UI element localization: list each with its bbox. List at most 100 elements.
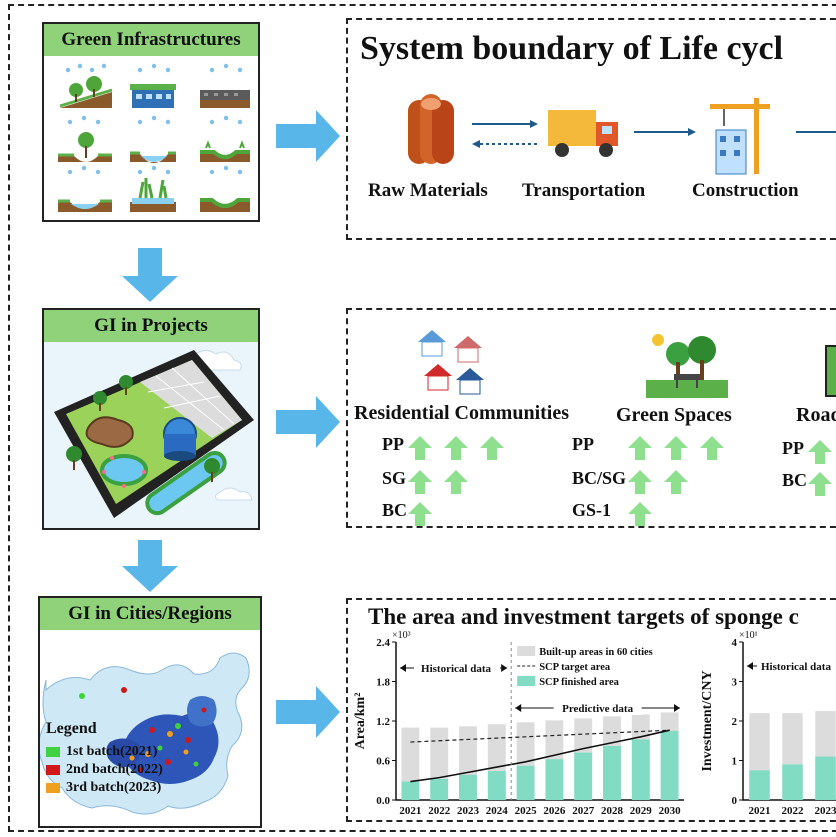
bar [430,778,449,800]
targets-title: The area and investment targets of spong… [368,604,799,629]
road-icon [825,345,836,397]
gi-projects-title: GI in Projects [44,310,258,342]
up-arrow-icon [808,472,832,496]
arrow-down-icon [122,248,178,302]
x-tick-label: 2021 [399,805,421,817]
legend-label: SCP finished area [539,677,619,688]
bar [660,730,679,800]
stage-raw-materials: Raw Materials [368,180,488,201]
annotation-bg [414,660,500,676]
metric-label: BC [382,500,408,520]
bar [545,759,564,800]
x-tick-label: 2029 [630,805,653,817]
trend-line [410,729,670,783]
legend-label: Built-up areas in 60 cities [539,647,653,658]
up-arrow-icon [628,470,652,494]
targets-box: The area and investment targets of spong… [346,598,836,822]
x-tick-label: 2028 [601,805,624,817]
gi-cities-panel: GI in Cities/Regions Legend 1st batch(20… [38,596,262,828]
y-tick-label: 1.8 [376,677,390,689]
truck-icon [548,110,618,157]
raw-materials-icon [408,94,454,164]
bidirectional-arrow-icon [472,120,538,148]
up-arrow-icon [444,436,468,460]
y-tick-label: 3 [732,677,738,689]
y-tick-label: 0 [732,795,738,807]
metric-label: PP [382,434,404,454]
x-tick-label: 2022 [782,805,805,817]
outer-frame [8,4,836,832]
projects-box: Residential Communities Green Spaces Roa… [346,308,836,528]
legend-swatch-green [46,747,60,757]
lifecycle-box: System boundary of Life cycl [346,18,836,240]
range-arrowhead [747,662,753,670]
metric-label: PP [782,438,804,458]
bar [401,781,420,800]
y-multiplier: ×10³ [392,630,411,641]
infiltration-basin-icon [58,199,112,212]
investment-chart: 01234×10¹Investment/CNY202120222023202Hi… [700,630,836,817]
annotation-predictive: Predictive data [562,703,633,715]
park-icon [646,334,728,398]
detention-pond-icon [130,151,176,163]
bar [631,739,650,800]
x-tick-label: 2025 [515,805,538,817]
arrow-right-icon [276,396,340,448]
range-arrowhead [501,664,508,672]
arrow-right-icon [276,110,340,162]
green-infrastructures-panel: Green Infrastructures [42,22,260,222]
bar [574,752,593,800]
up-arrow-icon [700,436,724,460]
project-site-illustration [44,342,258,528]
arrow-down-icon [122,540,178,592]
annotation-historical: Historical data [421,663,491,675]
green-roof-slope-icon [59,76,113,108]
gi-cities-title: GI in Cities/Regions [40,598,260,630]
legend-label: 3rd batch(2023) [66,780,162,795]
category-road: Road [796,404,836,426]
annotation-historical: Historical data [761,661,831,673]
bar [516,765,535,800]
constructed-wetland-icon [130,178,176,212]
x-tick-label: 2027 [572,805,595,817]
up-arrows [408,436,832,526]
crane-building-icon [710,98,770,175]
x-tick-label: 2022 [428,805,451,817]
houses-icon [418,330,484,395]
china-map [40,630,260,826]
x-tick-label: 2024 [486,805,509,817]
metric-label: BC [782,470,808,490]
bar [815,756,836,800]
bar [603,746,621,800]
up-arrow-icon [408,502,432,526]
target-line [410,729,670,743]
project-category-icons [418,330,836,398]
gi-projects-panel: GI in Projects [42,308,260,530]
y-tick-label: 4 [732,637,738,649]
lifecycle-icons [408,94,836,175]
x-tick-label: 2030 [659,805,682,817]
legend-label: SCP target area [539,662,611,673]
lifecycle-title: System boundary of Life cycl [360,30,784,67]
legend-swatch-orange [46,783,60,793]
legend-swatch [517,646,536,656]
bar [459,774,477,800]
y-tick-label: 0.6 [376,756,390,768]
bioretention-icon [58,132,112,162]
arrow-icon [634,128,696,136]
y-tick-label: 1.2 [376,716,390,728]
gi-icons-grid [58,63,250,212]
legend-swatch-red [46,765,60,775]
up-arrow-icon [628,436,652,460]
metric-label: GS-1 [572,500,612,520]
annotation-bg [553,699,642,715]
range-arrowhead [515,704,522,712]
y-axis-label: Investment/CNY [700,670,715,771]
annotation-bg [757,657,836,673]
green-infrastructures-title: Green Infrastructures [44,24,258,56]
y-tick-label: 2 [732,716,738,728]
permeable-pavement-icon [200,90,250,108]
grass-swale-icon [200,140,250,162]
range-arrowhead [674,704,680,712]
up-arrow-icon [408,436,432,460]
